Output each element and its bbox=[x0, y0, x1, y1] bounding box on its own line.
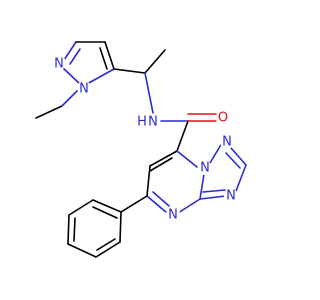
bond-pyrazole-c4-c5 bbox=[104, 41, 115, 70]
bond-n4-c3a bbox=[177, 198, 201, 214]
bond-c5-n4 bbox=[146, 195, 168, 214]
bond-c2-n3 bbox=[235, 164, 247, 192]
bond-n1-c2-double bbox=[225, 152, 241, 169]
bond-phenyl-3-double bbox=[73, 217, 76, 242]
atom-label-n: N bbox=[148, 115, 158, 130]
bond-pyrazole-n2-c3-double bbox=[69, 48, 81, 65]
bond-n8-n1 bbox=[209, 142, 223, 164]
atom-label-n: N bbox=[200, 161, 210, 176]
bond-c5-n4-double bbox=[152, 191, 170, 207]
bond-c7-c6 bbox=[149, 150, 178, 167]
bond-c5-phenyl bbox=[120, 195, 148, 213]
atom-label-layer: N N N O N N N N H bbox=[52, 56, 238, 223]
atom-n-triazole-top: N bbox=[220, 135, 234, 150]
bond-ethyl-ch3 bbox=[35, 105, 63, 119]
bond-phenyl-3 bbox=[67, 214, 70, 245]
bond-pyrazole-c5-n1 bbox=[86, 68, 115, 85]
bond-c6-c5 bbox=[146, 165, 151, 197]
atom-n-triazole-right: N bbox=[224, 189, 238, 204]
bond-pyrazole-n1-n2 bbox=[61, 66, 81, 85]
atom-n-pyrazole-n2: N bbox=[52, 56, 66, 72]
bond-pyrazole-n2-c3 bbox=[63, 41, 77, 61]
atom-label-o: O bbox=[218, 111, 228, 126]
bond-ethyl-ch2-n bbox=[61, 88, 80, 107]
atom-label-n: N bbox=[226, 189, 236, 204]
atom-n-bridge: N bbox=[198, 161, 212, 176]
bond-n1-c2 bbox=[230, 147, 247, 166]
atom-label-n: N bbox=[54, 57, 64, 72]
atom-label-n: N bbox=[79, 82, 89, 97]
bond-ch-nh bbox=[144, 72, 154, 114]
atom-n-pyrimidine: N bbox=[166, 207, 180, 223]
bond-phenyl-6 bbox=[119, 211, 122, 243]
bond-layer bbox=[35, 41, 247, 258]
bond-c7-c6-double bbox=[149, 157, 173, 172]
atom-h-amide: H bbox=[137, 115, 147, 130]
bond-n3-c3a-double bbox=[202, 189, 226, 193]
bond-phenyl-5 bbox=[95, 241, 121, 258]
bond-phenyl-4 bbox=[67, 243, 97, 258]
bond-phenyl-1-double bbox=[92, 206, 118, 219]
bond-carbonyl-c7 bbox=[176, 120, 189, 152]
bond-c3a-n8 bbox=[199, 173, 205, 200]
bond-ch-ch3 bbox=[144, 49, 166, 74]
atom-n-pyrazole-n1: N bbox=[77, 81, 91, 97]
bond-phenyl-2 bbox=[68, 199, 94, 216]
atom-n-amide: N bbox=[146, 114, 160, 130]
bond-n8-c7 bbox=[176, 150, 198, 168]
molecule-structure-diagram: N N N O N N N N H bbox=[35, 41, 247, 258]
atom-label-n: N bbox=[168, 208, 178, 223]
atom-o-carbonyl: O bbox=[216, 111, 230, 126]
bond-pyrazole-c4-c5-double bbox=[99, 47, 108, 70]
bond-c5-ch bbox=[113, 68, 146, 74]
bond-phenyl-5-double bbox=[96, 238, 116, 251]
atom-label-h: H bbox=[137, 115, 147, 130]
bond-phenyl-1 bbox=[92, 199, 122, 213]
atom-label-n: N bbox=[222, 135, 232, 150]
bond-n3-c3a bbox=[199, 195, 227, 200]
